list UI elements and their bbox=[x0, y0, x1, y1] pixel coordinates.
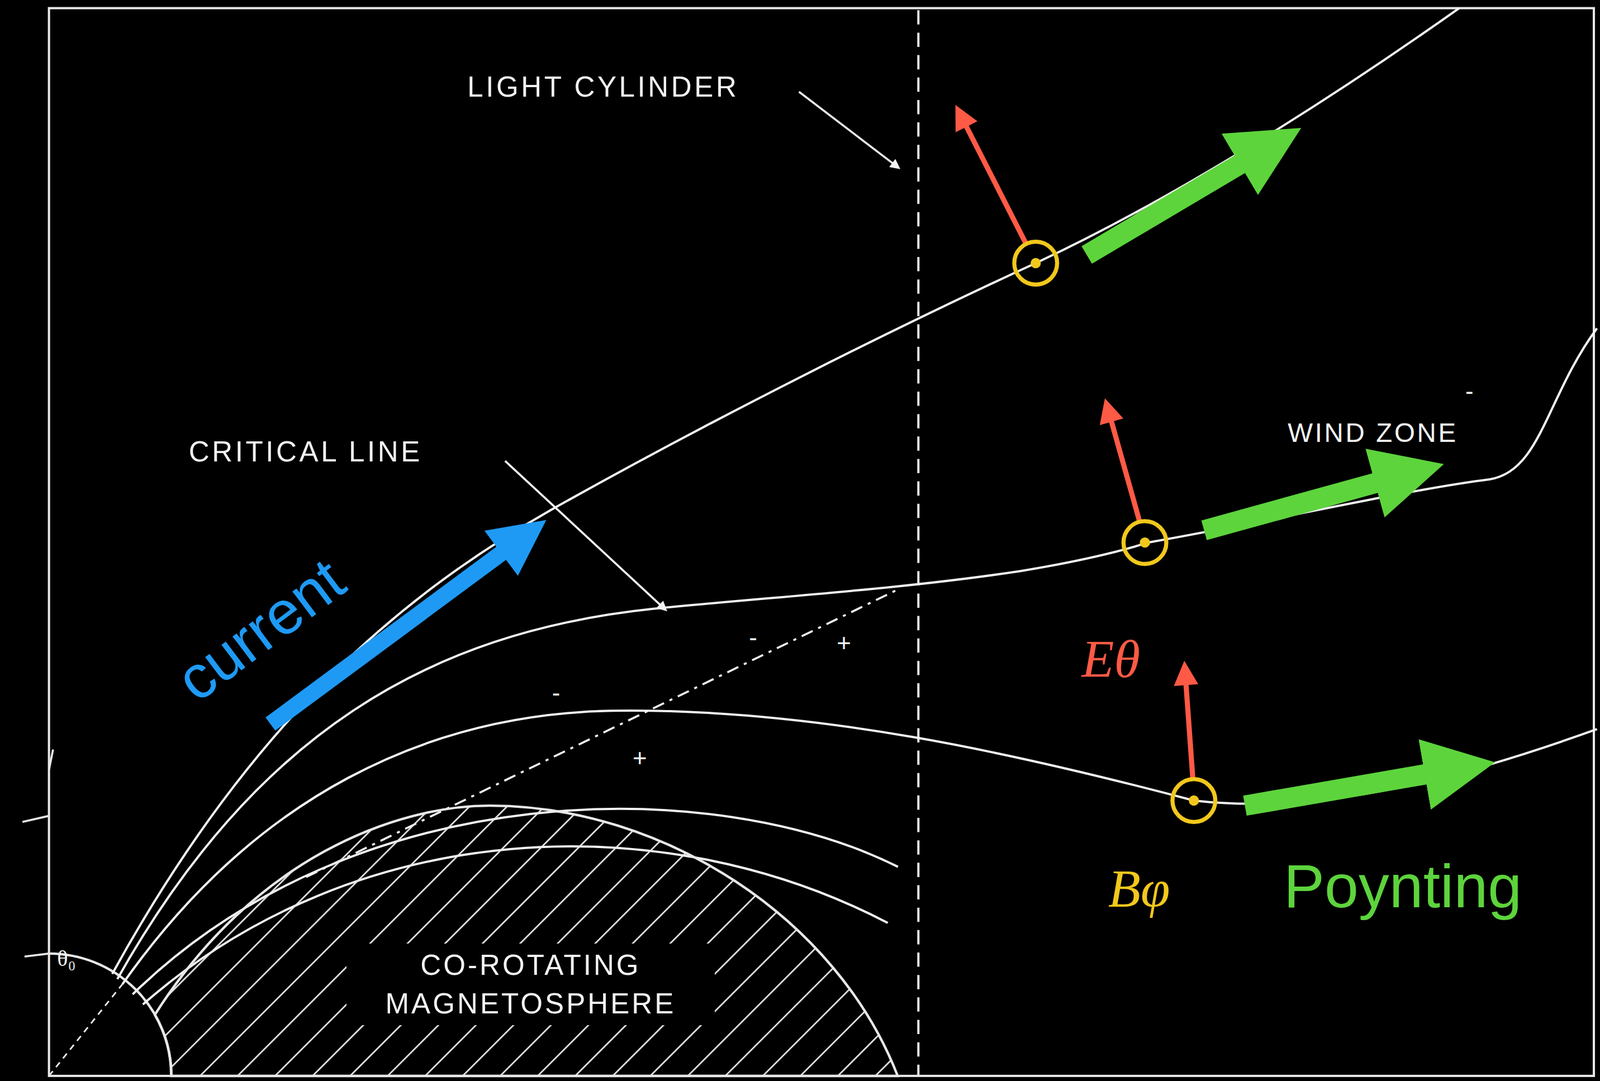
b-field-dot bbox=[1188, 795, 1199, 806]
field-line bbox=[112, 8, 1460, 975]
corotating-region: CO-ROTATING MAGNETOSPHERE bbox=[120, 800, 906, 1079]
light-cylinder-line bbox=[917, 10, 920, 1077]
charge-sign: - bbox=[748, 624, 758, 652]
b-field-symbol bbox=[1172, 779, 1216, 823]
angle-label: θ₀ bbox=[57, 946, 76, 972]
tick bbox=[49, 749, 54, 771]
b-field-symbol bbox=[1123, 521, 1167, 565]
tick bbox=[22, 815, 49, 823]
angle-line bbox=[49, 984, 123, 1077]
leader-line bbox=[799, 91, 895, 165]
poynting-arrow bbox=[1245, 772, 1440, 806]
poynting-arrow bbox=[1204, 479, 1389, 531]
b-field-dot bbox=[1030, 258, 1041, 269]
poynting-arrow bbox=[1086, 157, 1253, 255]
current-label: current bbox=[163, 545, 357, 714]
e-field-arrow bbox=[1110, 417, 1141, 523]
region-outline bbox=[120, 800, 906, 1079]
b-field-symbol bbox=[1014, 241, 1058, 286]
e-field-arrow bbox=[1185, 680, 1194, 780]
frame bbox=[49, 8, 1594, 1077]
field-symbol: Bφ bbox=[1108, 860, 1171, 919]
charge-sign: - bbox=[552, 679, 561, 707]
field-symbol: Eθ bbox=[1081, 630, 1141, 689]
leader-line bbox=[505, 461, 662, 606]
charge-sign: - bbox=[1465, 377, 1474, 405]
charge-sign: + bbox=[836, 629, 852, 657]
charge-sign: + bbox=[632, 744, 648, 772]
star-surface bbox=[49, 953, 172, 1077]
poynting-label: Poynting bbox=[1283, 852, 1522, 921]
region-label: CO-ROTATING MAGNETOSPHERE bbox=[346, 943, 715, 1026]
region-label: CRITICAL LINE bbox=[188, 436, 423, 468]
tick bbox=[24, 953, 50, 957]
e-field-arrow bbox=[964, 122, 1026, 243]
region-label: WIND ZONE bbox=[1287, 418, 1458, 448]
b-field-dot bbox=[1140, 537, 1151, 548]
hatched-region bbox=[155, 805, 899, 1077]
region-label: LIGHT CYLINDER bbox=[467, 71, 739, 103]
